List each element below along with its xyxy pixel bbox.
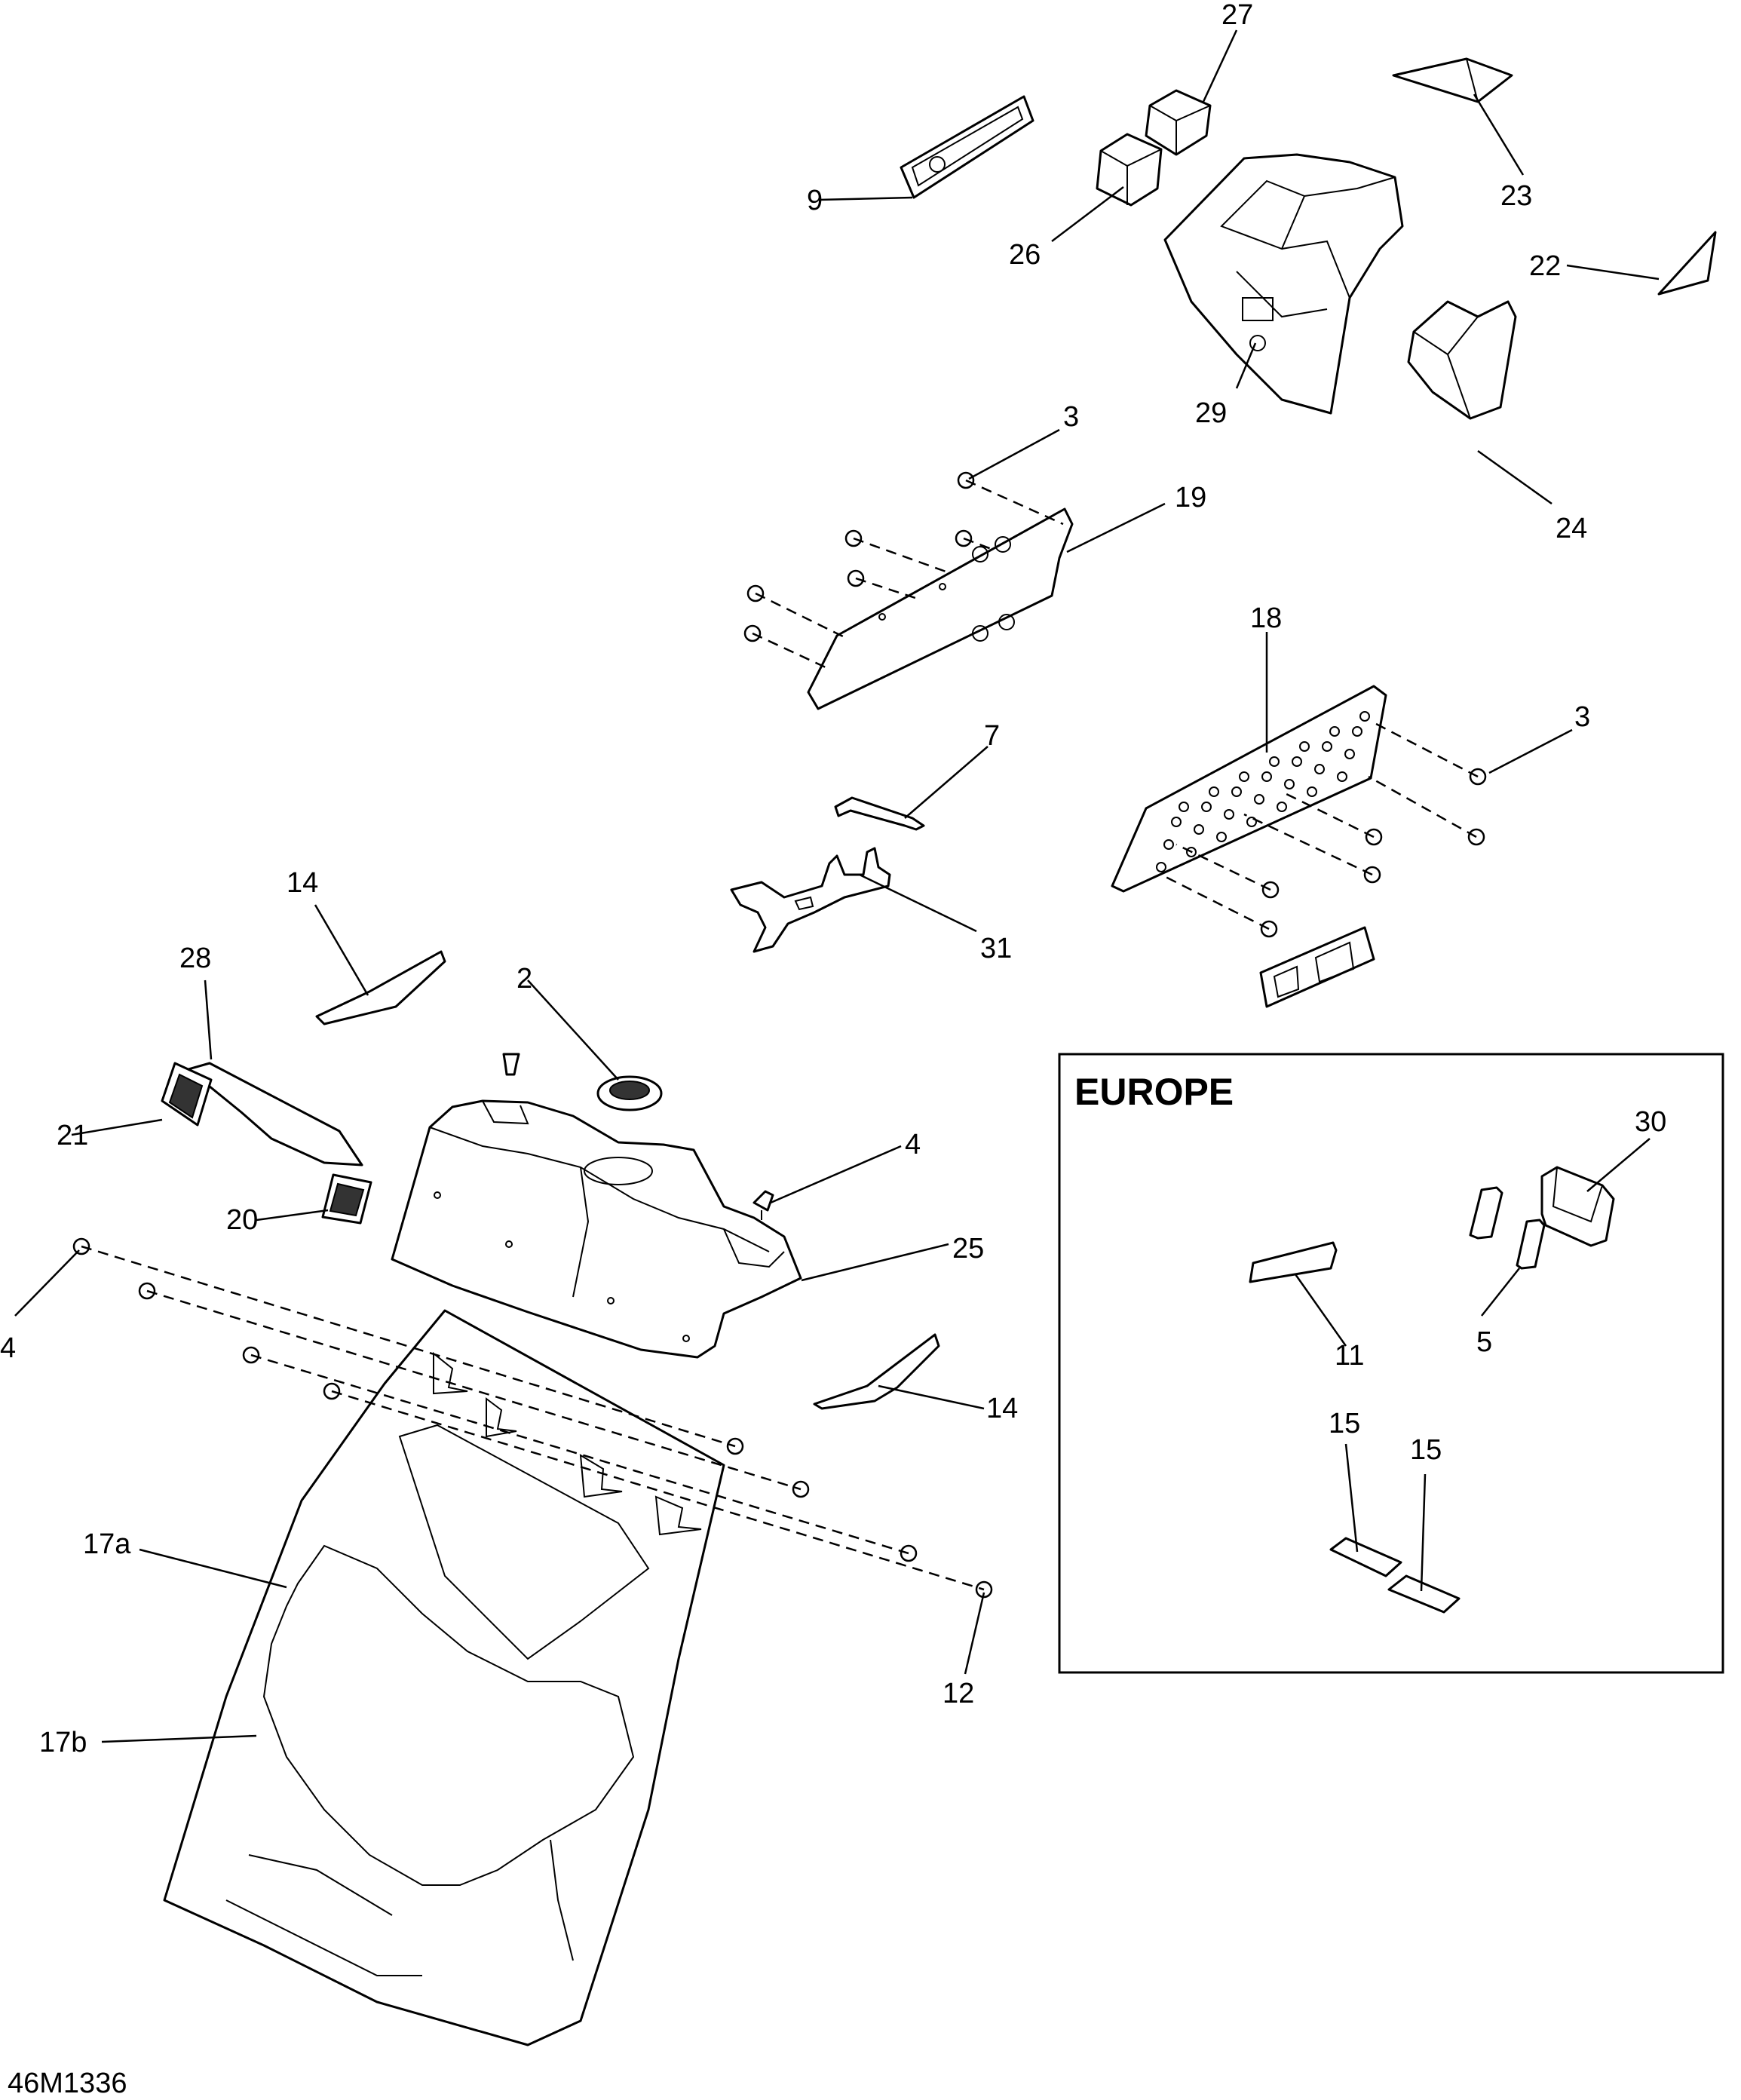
callout-2: 2	[516, 963, 532, 995]
part-18-fasteners	[1160, 722, 1487, 938]
part-29-console-housing	[1163, 153, 1404, 415]
callout-11: 11	[1335, 1340, 1364, 1372]
part-31-clamp	[730, 847, 891, 953]
europe-part-15-pads: 15 15	[1329, 1408, 1461, 1614]
part-18-perforated-plate	[1111, 685, 1387, 893]
callout-19: 19	[1175, 482, 1206, 514]
part-14-panel-upper	[315, 950, 446, 1025]
callout-27: 27	[1221, 0, 1253, 31]
callout-3b: 3	[1574, 701, 1590, 733]
callout-15b: 15	[1410, 1434, 1442, 1466]
callout-22: 22	[1529, 250, 1561, 282]
callout-31: 31	[980, 933, 1012, 964]
callout-25: 25	[952, 1233, 984, 1265]
part-24-cover	[1407, 300, 1517, 420]
part-28-panel	[187, 1062, 363, 1166]
callout-23: 23	[1500, 180, 1532, 212]
part-17-fasteners	[72, 1237, 993, 1599]
callout-30: 30	[1635, 1106, 1666, 1138]
part-22-panel	[1657, 231, 1717, 296]
leader-lines	[14, 29, 1660, 1743]
figure-code: 46M1336	[8, 2068, 127, 2099]
callout-17b: 17b	[39, 1727, 87, 1758]
callout-20: 20	[226, 1204, 258, 1236]
europe-title: EUROPE	[1074, 1071, 1234, 1113]
part-26-pad	[1096, 133, 1163, 207]
callout-14-upper: 14	[287, 867, 318, 899]
part-23-panel	[1392, 57, 1513, 103]
part-7-bracket	[834, 796, 925, 831]
callout-21: 21	[57, 1120, 88, 1151]
callout-4-right: 4	[905, 1129, 921, 1160]
callout-7: 7	[984, 720, 1000, 752]
europe-part-5-clips: 5	[1469, 1186, 1546, 1358]
callout-12: 12	[943, 1678, 974, 1709]
callout-17a: 17a	[83, 1528, 131, 1560]
callout-3a: 3	[1063, 401, 1079, 433]
callout-9: 9	[807, 185, 823, 216]
callout-4-left: 4	[0, 1332, 16, 1364]
part-19-plate	[807, 507, 1074, 710]
callout-15a: 15	[1329, 1408, 1360, 1439]
callout-18: 18	[1250, 602, 1282, 634]
part-4-clip	[752, 1190, 774, 1220]
part-21-decal	[161, 1062, 213, 1127]
part-19-fasteners	[743, 471, 1064, 669]
part-20-decal	[321, 1173, 372, 1225]
callout-28: 28	[179, 943, 211, 974]
part-18-label-plate	[1259, 926, 1375, 1008]
part-9-decal	[900, 95, 1034, 199]
callout-26: 26	[1009, 239, 1041, 271]
part-25-tank-cover	[391, 1099, 802, 1359]
callout-29: 29	[1195, 397, 1227, 429]
callout-5: 5	[1476, 1326, 1492, 1358]
europe-region-box: EUROPE 30 5 11 15 15	[1058, 1053, 1724, 1674]
part-2-cap	[502, 1053, 663, 1111]
part-27-pad	[1145, 89, 1212, 156]
callout-24: 24	[1556, 513, 1587, 544]
europe-part-30: 30	[1540, 1106, 1666, 1247]
part-14-panel-lower	[813, 1333, 940, 1410]
europe-part-11: 11	[1249, 1241, 1364, 1372]
part-17-panel-assembly	[163, 1309, 725, 2046]
callout-14-lower: 14	[986, 1393, 1018, 1424]
callout-labels: 27 23 9 26 22 29 24 3 19 18 3 7 31 14 28…	[0, 0, 1590, 1758]
